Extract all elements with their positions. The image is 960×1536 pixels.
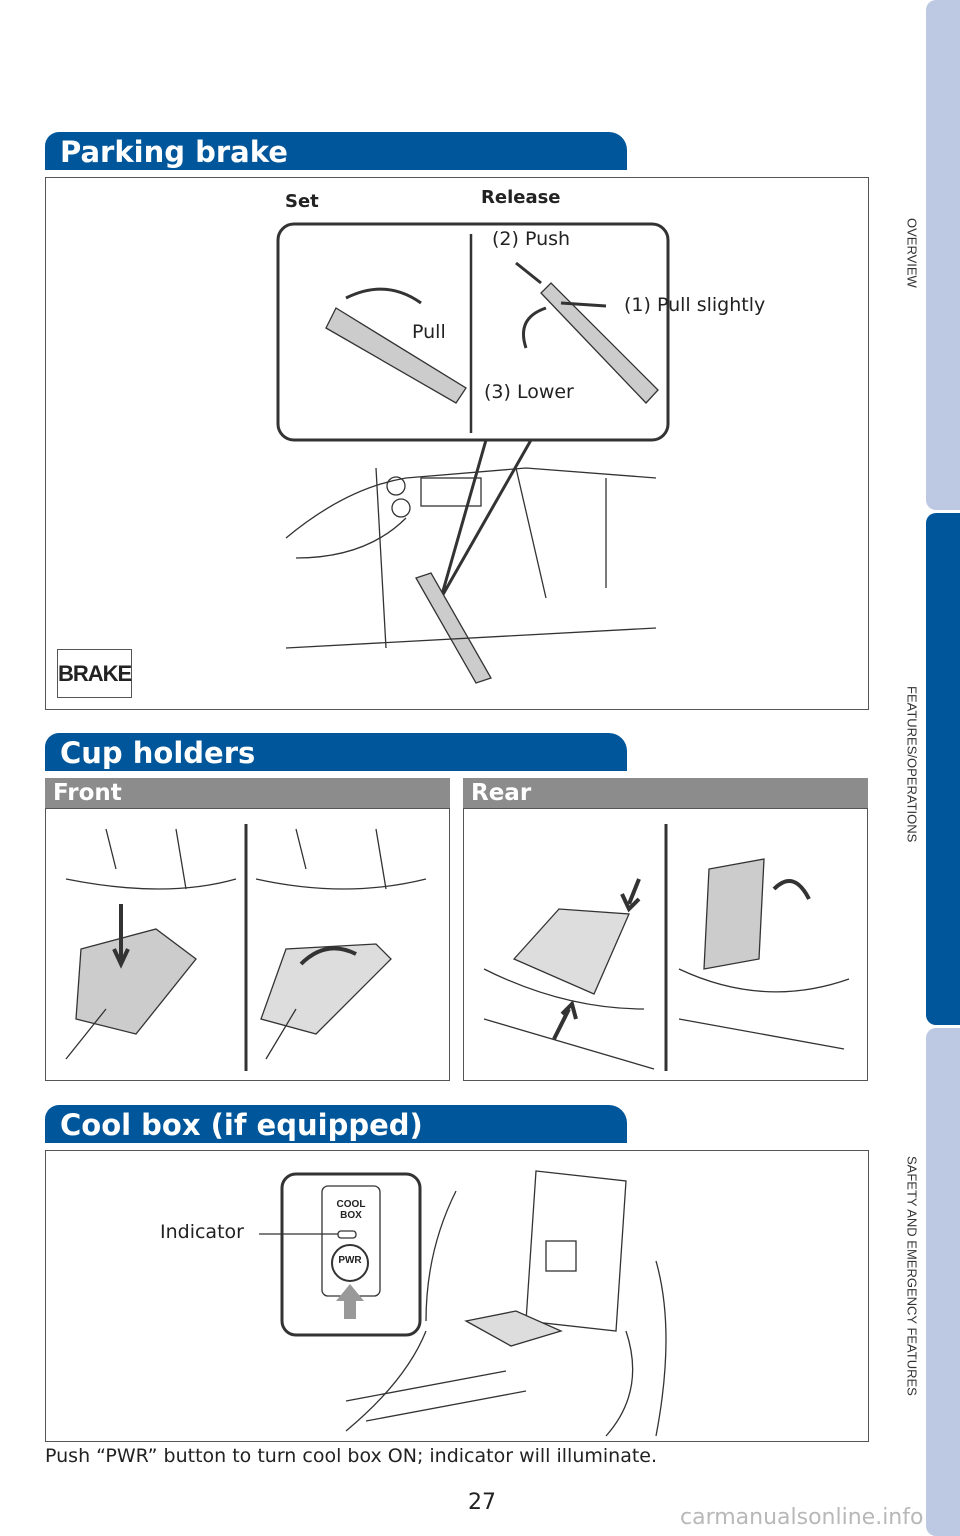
tab-features-operations[interactable] [926,513,960,1025]
set-label: Set [285,191,319,212]
cool-label: COOL [336,1199,366,1210]
cool-box-caption: Push “PWR” button to turn cool box ON; i… [45,1445,658,1467]
push-label: (2) Push [492,228,571,250]
box-label: BOX [340,1210,362,1221]
rear-cup-holder-figure [463,808,868,1081]
cool-box-switch-label: COOL BOX [331,1199,371,1221]
section-header-cool-box: Cool box (if equipped) [45,1105,627,1143]
cool-box-figure: Indicator COOL BOX PWR [45,1150,869,1442]
tab-label-safety: SAFETY AND EMERGENCY FEATURES [904,1156,920,1396]
tab-safety-emergency[interactable] [926,1028,960,1536]
cool-box-illustration [259,1170,667,1437]
page-number: 27 [468,1490,496,1515]
pull-label: Pull [412,321,446,343]
indicator-label: Indicator [160,1221,244,1243]
tab-overview[interactable] [926,0,960,510]
parking-brake-figure: Set Release (2) Push Pull (1) Pull sligh… [45,177,869,710]
tab-label-overview: OVERVIEW [904,218,920,288]
rear-subheader: Rear [463,778,868,808]
front-subheader: Front [45,778,450,808]
brake-indicator-badge: BRAKE [57,649,132,698]
front-cup-holder-illustration [65,824,427,1071]
pull-slightly-label: (1) Pull slightly [624,294,766,316]
lower-label: (3) Lower [484,381,574,403]
front-cup-holder-figure [45,808,450,1081]
tab-label-features: FEATURES/OPERATIONS [904,686,920,843]
rear-cup-holder-illustration [483,824,850,1071]
watermark: carmanualsonline.info [680,1505,924,1530]
release-label: Release [481,187,561,208]
parking-brake-illustration [276,222,670,684]
section-header-parking-brake: Parking brake [45,132,627,170]
section-header-cup-holders: Cup holders [45,733,627,771]
pwr-button[interactable]: PWR [338,1255,362,1266]
